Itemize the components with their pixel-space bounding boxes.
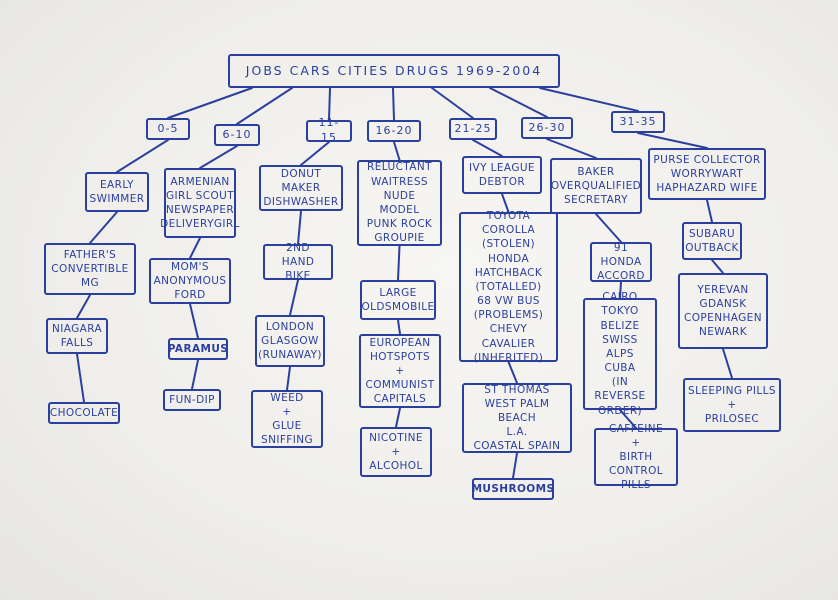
city-31-35: YEREVAN GDANSK COPENHAGEN NEWARK [678,273,768,349]
connector-city-26-30 [619,409,637,429]
drug-0-5: CHOCOLATE [48,402,120,424]
job-0-5: EARLY SWIMMER [85,172,149,212]
connector-job-31-35 [706,199,713,223]
job-21-25: IVY LEAGUE DEBTOR [462,156,542,194]
root-title: JOBS CARS CITIES DRUGS 1969-2004 [228,54,560,88]
car-26-30: 91 HONDA ACCORD [590,242,652,282]
car-6-10: MOM'S ANONYMOUS FORD [149,258,231,304]
connector-city-0-5 [76,353,85,403]
connector-city-21-25 [512,452,518,479]
drug-16-20: NICOTINE + ALCOHOL [360,427,432,477]
connector-age-16-20 [393,141,401,161]
city-16-20: EUROPEAN HOTSPOTS + COMMUNIST CAPITALS [359,334,441,408]
connector-job-0-5 [89,211,118,244]
connector-root-21-25 [431,87,474,119]
job-11-15: DONUT MAKER DISHWASHER [259,165,343,211]
age-26-30: 26-30 [521,117,573,139]
connector-car-21-25 [507,361,518,384]
connector-job-11-15 [297,210,302,245]
job-16-20: RELUCTANT WAITRESS NUDE MODEL PUNK ROCK … [357,160,442,246]
connector-age-31-35 [637,132,708,149]
connector-age-26-30 [546,138,597,159]
connector-city-11-15 [286,366,291,391]
city-11-15: LONDON GLASGOW (RUNAWAY) [255,315,325,367]
connector-root-0-5 [167,87,253,119]
job-6-10: ARMENIAN GIRL SCOUT NEWSPAPER DELIVERYGI… [160,168,239,238]
city-0-5: NIAGARA FALLS [46,318,108,354]
job-31-35: PURSE COLLECTOR WORRYWART HAPHAZARD WIFE [648,148,766,200]
drug-21-25: MUSHROOMS [472,478,554,500]
age-0-5: 0-5 [146,118,190,140]
car-31-35: SUBARU OUTBACK [682,222,742,260]
car-16-20: LARGE OLDSMOBILE [360,280,436,320]
connector-job-26-30 [595,213,622,243]
connector-city-16-20 [395,407,401,428]
city-26-30: CAIRO TOKYO BELIZE SWISS ALPS CUBA (IN R… [583,291,657,417]
connector-age-0-5 [116,139,169,173]
age-16-20: 16-20 [367,120,421,142]
connector-car-31-35 [711,259,724,274]
age-11-15: 11-15 [306,116,352,144]
connector-job-16-20 [397,245,401,281]
age-6-10: 6-10 [214,124,260,146]
connector-city-6-10 [191,359,199,390]
age-21-25: 21-25 [449,118,497,140]
connector-age-11-15 [300,141,330,166]
connector-city-31-35 [722,348,733,379]
drug-6-10: FUN-DIP [163,389,221,411]
connector-age-21-25 [472,139,503,157]
connector-root-6-10 [236,87,293,125]
drug-26-30: CAFFEINE + BIRTH CONTROL PILLS [594,423,678,491]
city-21-25: ST THOMAS WEST PALM BEACH L.A. COASTAL S… [462,383,572,453]
drug-11-15: WEED + GLUE SNIFFING [251,390,323,448]
connector-root-31-35 [539,87,639,112]
car-21-25: TOYOTA COROLLA (STOLEN) HONDA HATCHBACK … [459,210,558,364]
connector-car-26-30 [619,281,622,299]
connector-root-26-30 [489,87,548,118]
connector-car-0-5 [76,294,91,319]
car-11-15: 2ND HAND BIKE [263,242,333,282]
connector-age-6-10 [199,145,238,169]
connector-job-6-10 [189,237,201,259]
connector-car-6-10 [189,303,199,339]
city-6-10: PARAMUS [168,338,228,360]
connector-root-16-20 [392,87,395,121]
connector-root-11-15 [328,87,331,121]
drug-31-35: SLEEPING PILLS + PRILOSEC [683,378,781,432]
connector-car-16-20 [397,319,401,335]
connector-car-11-15 [289,279,299,316]
connector-job-21-25 [501,193,510,213]
job-26-30: BAKER OVERQUALIFIED SECRETARY [550,158,642,214]
age-31-35: 31-35 [611,111,665,133]
car-0-5: FATHER'S CONVERTIBLE MG [44,243,136,295]
